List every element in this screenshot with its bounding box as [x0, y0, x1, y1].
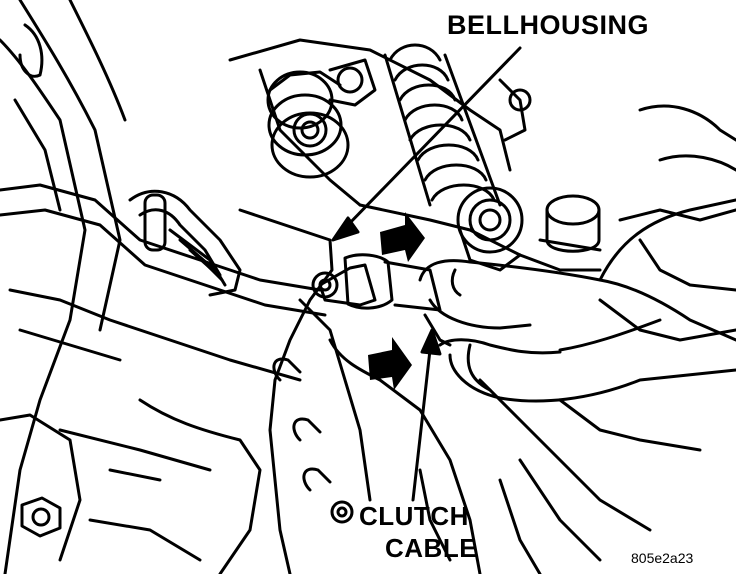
clutch-cable-label-line1: CLUTCH	[359, 501, 469, 531]
figure-code: 805e2a23	[631, 550, 694, 566]
bellhousing-body	[230, 40, 736, 574]
lower-arrow-icon	[368, 337, 412, 390]
clutch-cable-label-line2: CABLE	[385, 533, 478, 563]
clutch-cable-assembly	[313, 255, 450, 345]
bellhousing-label: BELLHOUSING	[447, 10, 650, 40]
sensor-plug	[540, 196, 600, 251]
left-frame-structure	[0, 0, 325, 574]
slotted-bracket	[130, 191, 240, 295]
technician-hand	[420, 106, 736, 401]
upper-mount-springs	[268, 60, 375, 177]
upper-arrow-icon	[380, 212, 425, 262]
bellhousing-leader	[333, 48, 520, 240]
shift-cable-boot	[385, 45, 530, 205]
clutch-cable-leader	[413, 330, 440, 500]
lower-left-bolt	[22, 498, 60, 536]
motion-arrows	[368, 212, 425, 390]
housing-ribs	[274, 359, 540, 574]
